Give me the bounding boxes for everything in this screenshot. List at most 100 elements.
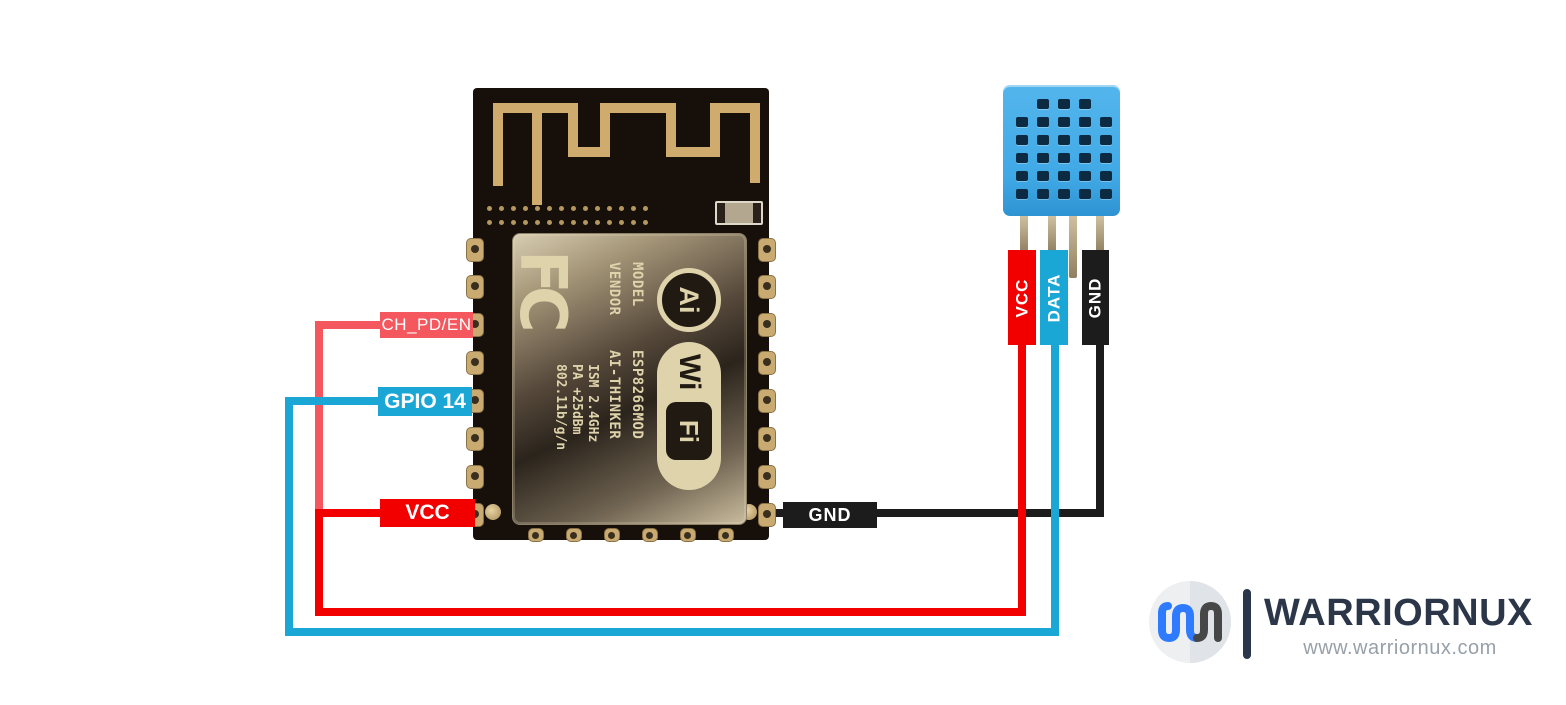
label-dht-data: DATA	[1040, 250, 1068, 345]
dht-vent-hole	[1037, 153, 1049, 163]
pcb-via	[499, 220, 504, 225]
dht-vent-hole	[1079, 99, 1091, 109]
wire-enable-vertical	[315, 321, 323, 518]
wire-enable-horizontal	[316, 321, 384, 329]
esp-pin-right	[758, 503, 776, 527]
wire-vcc-bottom-horizontal	[315, 608, 1026, 616]
pcb-via	[535, 206, 540, 211]
pcb-via	[583, 220, 588, 225]
dht-vent-hole	[1058, 189, 1070, 199]
model-label: MODEL	[629, 262, 645, 307]
vendor-label: VENDOR	[606, 262, 622, 316]
dht-vent-hole	[1037, 135, 1049, 145]
label-dht-gnd: GND	[1082, 250, 1109, 345]
label-esp-vcc: VCC	[380, 499, 475, 527]
wire-data-left-vertical	[285, 397, 293, 636]
dht-vent-hole	[1037, 171, 1049, 181]
vendor-value: AI-THINKER	[606, 350, 622, 440]
wire-vcc-stub	[316, 509, 384, 517]
esp8266-module: FC ISM 2.4GHz PA +25dBm 802.11b/g/n MODE…	[466, 88, 776, 542]
esp-pin-bottom	[528, 528, 544, 542]
esp-pin-right	[758, 427, 776, 451]
ai-thinker-logo: Ai	[657, 268, 721, 332]
shield-fcc-block: FC ISM 2.4GHz PA +25dBm 802.11b/g/n	[505, 250, 600, 505]
pcb-via	[595, 206, 600, 211]
dht-vent-hole	[1058, 135, 1070, 145]
pcb-via	[547, 220, 552, 225]
pcb-via	[631, 220, 636, 225]
pcb-via	[643, 220, 648, 225]
pcb-via	[535, 220, 540, 225]
esp-pin-left	[466, 427, 484, 451]
dht-vent-hole	[1037, 117, 1049, 127]
pcb-via	[487, 220, 492, 225]
pcb-via	[619, 206, 624, 211]
ai-logo-text: Ai	[674, 286, 705, 314]
pcb-via	[607, 220, 612, 225]
wire-data-bottom-horizontal	[285, 628, 1059, 636]
wifi-logo-wi: Wi	[673, 354, 706, 391]
pcb-via	[571, 220, 576, 225]
shield-logo-block: Ai Wi Fi	[653, 268, 725, 503]
dht-vent-hole	[1016, 153, 1028, 163]
wire-data-stub	[286, 397, 382, 405]
dht-vent-hole	[1100, 153, 1112, 163]
dht-vent-hole	[1037, 99, 1049, 109]
label-esp-gnd: GND	[783, 502, 877, 528]
dht-vent-hole	[1058, 171, 1070, 181]
wifi-logo-fi: Fi	[666, 402, 712, 461]
pcb-via	[619, 220, 624, 225]
fcc-logo: FC	[505, 250, 579, 325]
wire-vcc-left-vertical	[315, 509, 323, 616]
pcb-via	[559, 206, 564, 211]
label-gpio14: GPIO 14	[378, 387, 472, 416]
wire-vcc-right-vertical	[1018, 340, 1026, 616]
dht-pin-1	[1020, 216, 1028, 253]
dht-vent-hole	[1058, 153, 1070, 163]
dht-vent-hole	[1079, 135, 1091, 145]
esp-pin-right	[758, 275, 776, 299]
wire-gnd-horizontal	[775, 509, 1104, 517]
esp-pin-left	[466, 238, 484, 262]
dht-vent-hole	[1100, 189, 1112, 199]
pcb-via	[559, 220, 564, 225]
pcb-via	[523, 206, 528, 211]
esp-pin-left	[466, 275, 484, 299]
dht-vent-hole	[1037, 189, 1049, 199]
esp-pin-bottom	[680, 528, 696, 542]
brand-name: WARRIORNUX	[1264, 592, 1533, 634]
shield-text-ism: ISM 2.4GHz	[585, 364, 600, 443]
pcb-via	[487, 206, 492, 211]
shield-text-standard: 802.11b/g/n	[553, 364, 568, 451]
dht11-sensor	[1003, 85, 1120, 278]
esp-pin-left	[466, 465, 484, 489]
esp-pin-right	[758, 313, 776, 337]
dht-vent-hole	[1079, 153, 1091, 163]
dht-vent-hole	[1079, 171, 1091, 181]
pcb-via	[511, 220, 516, 225]
pcb-antenna	[493, 103, 760, 205]
pcb-via	[583, 206, 588, 211]
esp-pin-bottom	[604, 528, 620, 542]
pcb-via	[571, 206, 576, 211]
pcb-via	[595, 220, 600, 225]
warriornux-monogram	[1149, 581, 1231, 663]
dht-vent-hole	[1100, 135, 1112, 145]
brand-website: www.warriornux.com	[1303, 637, 1497, 659]
wire-gnd-vertical	[1096, 337, 1104, 517]
dht-pin-3	[1069, 216, 1077, 278]
shield-text-pa: PA +25dBm	[569, 364, 584, 435]
wire-data-right-vertical	[1051, 340, 1059, 636]
pcb-via	[607, 206, 612, 211]
dht-vent-hole	[1058, 99, 1070, 109]
mount-pad-left	[485, 504, 501, 520]
dht-vent-hole	[1079, 189, 1091, 199]
label-dht-vcc: VCC	[1008, 250, 1036, 345]
esp-pin-right	[758, 238, 776, 262]
dht-pin-2	[1048, 216, 1056, 253]
pcb-via	[631, 206, 636, 211]
dht-vent-hole	[1016, 117, 1028, 127]
pcb-via	[643, 206, 648, 211]
pcb-via	[511, 206, 516, 211]
dht-pin-4	[1096, 216, 1104, 253]
